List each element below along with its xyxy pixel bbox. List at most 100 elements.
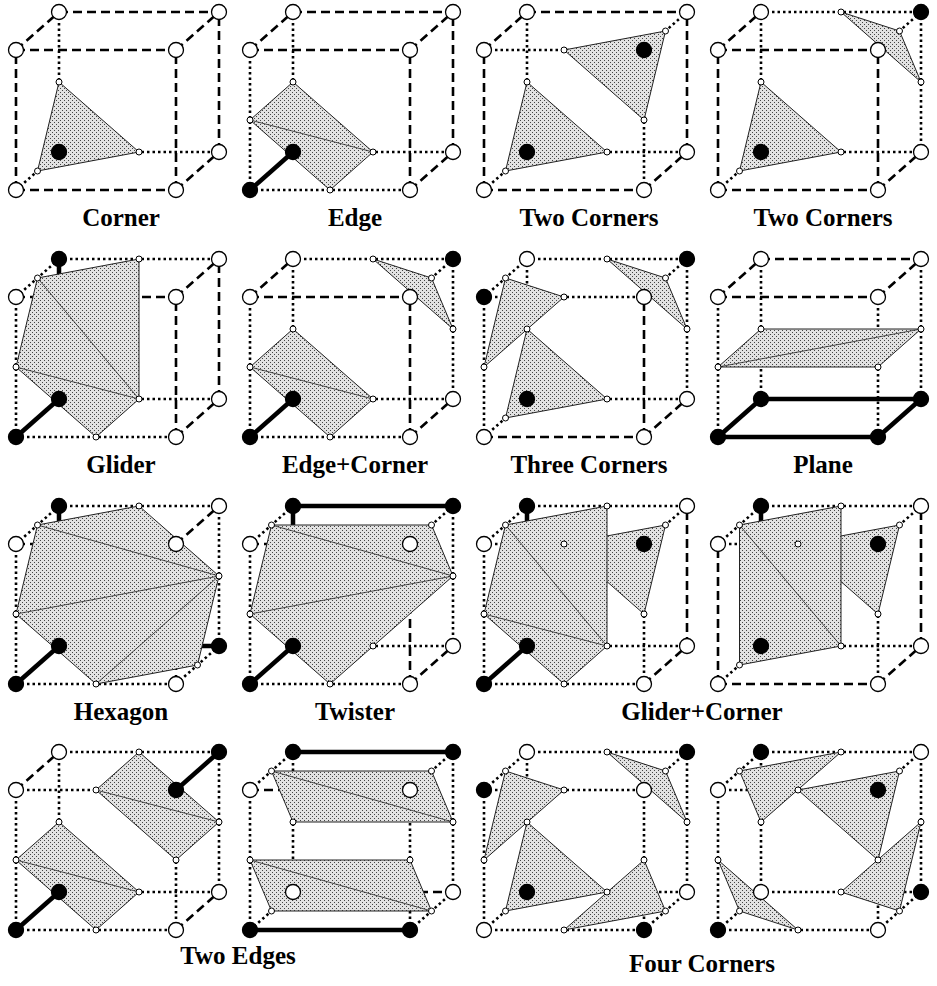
cube-edge xyxy=(409,297,412,437)
edge-crossing xyxy=(290,819,296,825)
edge-crossing xyxy=(13,611,19,617)
iso-surface xyxy=(16,822,139,930)
cube-vertex xyxy=(871,537,886,552)
edge-crossing xyxy=(918,326,924,332)
cube-case xyxy=(711,499,929,692)
cube-vertex xyxy=(52,885,67,900)
edge-crossing xyxy=(918,79,924,85)
triangle-edge xyxy=(272,525,454,576)
iso-surface xyxy=(506,82,608,171)
cube-vertex xyxy=(711,677,726,692)
edge-crossing xyxy=(136,503,142,509)
cube-vertex xyxy=(711,923,726,938)
edge-crossing xyxy=(684,819,690,825)
edge-crossing xyxy=(715,857,721,863)
cube-vertex xyxy=(52,499,67,514)
cube-edge xyxy=(15,50,18,190)
edge-crossing xyxy=(838,503,844,509)
cube-edge xyxy=(718,683,878,686)
cube-edge xyxy=(175,50,178,190)
cube-vertex xyxy=(754,745,769,760)
edge-crossing xyxy=(290,79,296,85)
cube-vertex xyxy=(169,43,184,58)
cube-edge xyxy=(250,399,293,437)
cube-vertex xyxy=(711,290,726,305)
cube-vertex xyxy=(680,392,695,407)
cube-edge xyxy=(409,50,412,190)
cube-vertex xyxy=(637,537,652,552)
cube-vertex xyxy=(9,923,24,938)
cube-vertex xyxy=(680,745,695,760)
cube-vertex xyxy=(520,5,535,20)
cube-edge xyxy=(644,646,687,684)
case-label: Edge+Corner xyxy=(282,451,428,479)
cube-edge xyxy=(250,296,410,299)
iso-surface xyxy=(250,82,373,190)
edge-crossing xyxy=(795,927,801,933)
cube-edge xyxy=(878,259,921,297)
cube-vertex xyxy=(754,145,769,160)
edge-crossing xyxy=(503,168,509,174)
cube-edge xyxy=(176,12,219,50)
cube-edge xyxy=(484,12,527,50)
cube-vertex xyxy=(680,639,695,654)
cube-vertex xyxy=(243,923,258,938)
cube-edge xyxy=(686,506,689,646)
cube-case xyxy=(477,252,695,445)
iso-surface xyxy=(718,329,921,367)
cube-vertex xyxy=(403,290,418,305)
edge-crossing xyxy=(269,768,275,774)
edge-crossing xyxy=(481,857,487,863)
edge-crossing xyxy=(604,503,610,509)
edge-crossing xyxy=(216,573,222,579)
cube-edge xyxy=(878,152,921,190)
cube-vertex xyxy=(52,639,67,654)
cube-vertex xyxy=(914,639,929,654)
cube-vertex xyxy=(754,639,769,654)
edge-crossing xyxy=(737,522,743,528)
cube-vertex xyxy=(680,499,695,514)
cube-vertex xyxy=(914,499,929,514)
cube-edge xyxy=(878,399,921,437)
edge-crossing xyxy=(247,364,253,370)
edge-crossing xyxy=(136,256,142,262)
cube-case xyxy=(711,252,929,445)
cube-vertex xyxy=(212,392,227,407)
triangle-edge xyxy=(16,860,139,892)
triangle-edge xyxy=(38,525,220,576)
edge-crossing xyxy=(897,768,903,774)
edge-crossing xyxy=(481,611,487,617)
cube-edge xyxy=(718,399,761,437)
triangle-edge xyxy=(96,790,219,822)
cube-edge xyxy=(644,152,687,190)
cube-vertex xyxy=(520,745,535,760)
cube-vertex xyxy=(243,43,258,58)
edge-crossing xyxy=(327,681,333,687)
edge-crossing xyxy=(524,326,530,332)
cube-vertex xyxy=(9,183,24,198)
cube-vertex xyxy=(871,677,886,692)
iso-surface xyxy=(16,506,219,684)
case-label: Two Corners xyxy=(519,204,658,232)
cube-vertex xyxy=(477,43,492,58)
cube-vertex xyxy=(754,885,769,900)
triangle-edge xyxy=(250,367,373,399)
cube-vertex xyxy=(403,537,418,552)
cube-edge xyxy=(176,399,219,437)
triangle-edge xyxy=(506,525,608,646)
edge-crossing xyxy=(758,819,764,825)
cube-vertex xyxy=(871,43,886,58)
cube-edge xyxy=(452,12,455,152)
edge-crossing xyxy=(93,681,99,687)
cube-vertex xyxy=(520,639,535,654)
iso-surface xyxy=(841,12,921,82)
cube-vertex xyxy=(243,677,258,692)
edge-crossing xyxy=(684,326,690,332)
edge-crossing xyxy=(737,908,743,914)
cube-vertex xyxy=(446,499,461,514)
cube-vertex xyxy=(871,430,886,445)
cube-vertex xyxy=(9,290,24,305)
triangle-edge xyxy=(250,576,453,614)
edge-crossing xyxy=(136,749,142,755)
